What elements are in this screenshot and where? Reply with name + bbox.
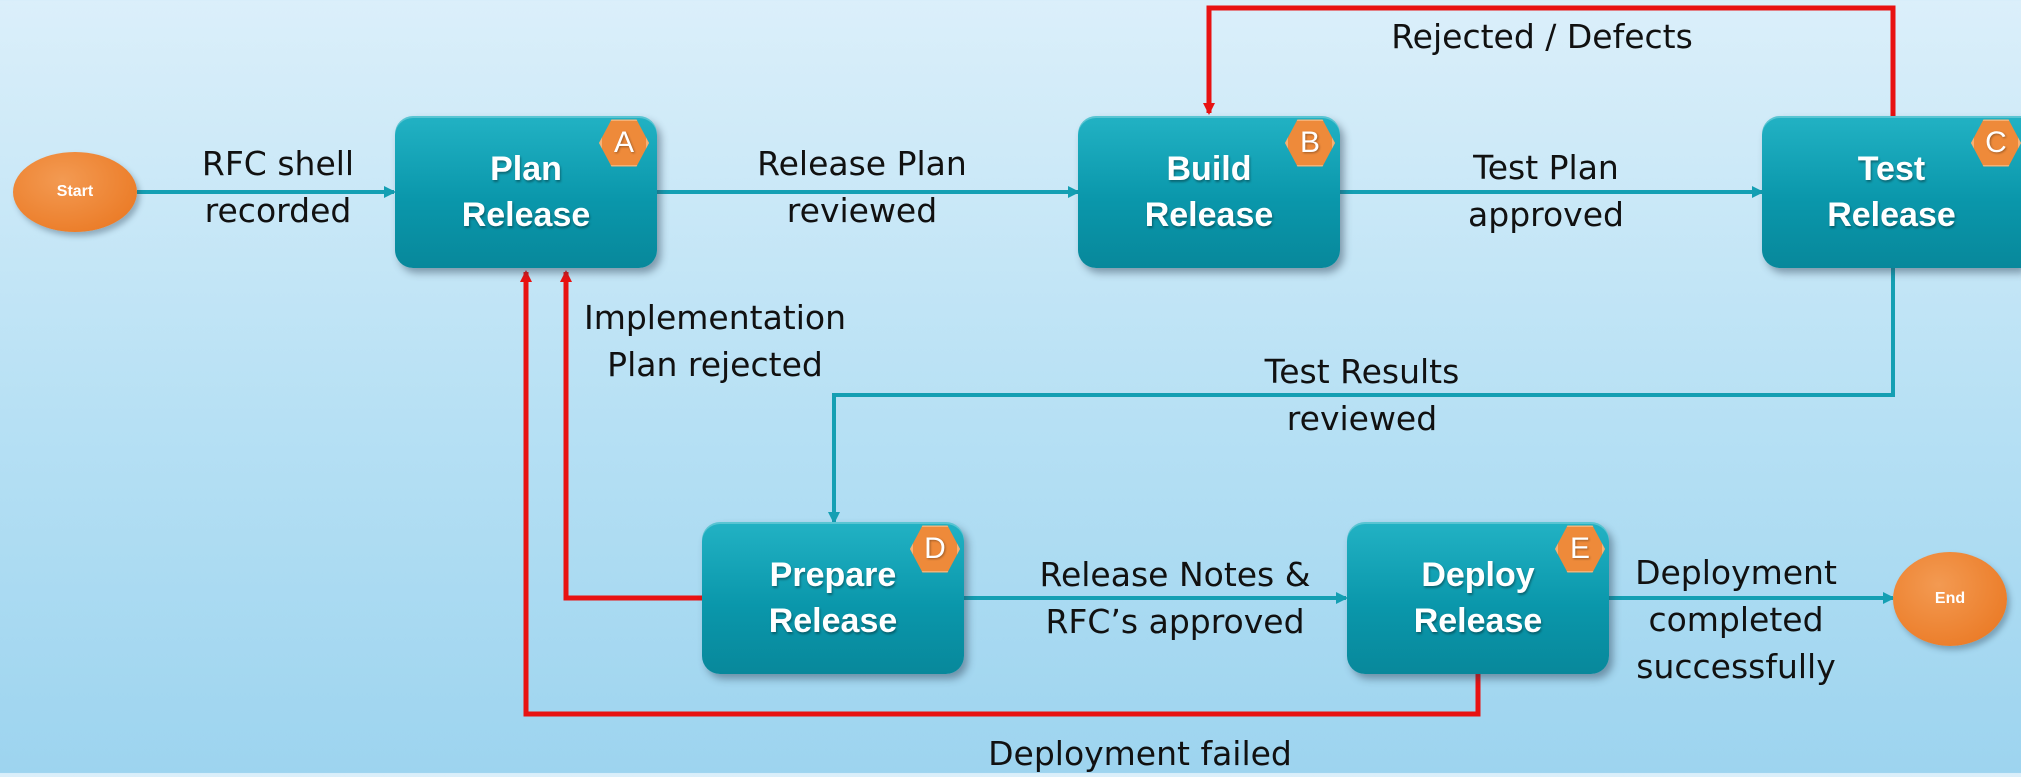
edge-prepare-to-plan-rejected xyxy=(560,270,702,601)
build-release-label-1: Build xyxy=(1166,150,1252,188)
edge-test-to-prepare xyxy=(828,268,1895,524)
start-node: Start xyxy=(13,152,137,232)
test-release-label-2: Release xyxy=(1827,196,1956,234)
test-release-label-1: Test xyxy=(1857,150,1926,188)
edge-label-rejected-defects: Rejected / Defects xyxy=(1391,17,1693,56)
plan-release-label-2: Release xyxy=(461,196,591,234)
prepare-release-label-2: Release xyxy=(768,602,898,640)
badge-b: B xyxy=(1285,119,1335,167)
end-node: End xyxy=(1893,552,2007,646)
plan-release-label-1: Plan xyxy=(490,150,562,188)
edge-label-deployment-failed: Deployment failed xyxy=(988,734,1292,773)
deploy-release-label-2: Release xyxy=(1413,602,1543,640)
edge-deploy-to-plan-failed xyxy=(520,270,1481,717)
edge-test-to-build-rejected xyxy=(1203,5,1896,116)
build-release-label-2: Release xyxy=(1144,196,1274,234)
badge-c: C xyxy=(1971,119,2021,167)
deploy-release-label-1: Deploy xyxy=(1421,556,1535,594)
prepare-release-label-1: Prepare xyxy=(769,556,897,594)
edge-label-release-notes: Release Notes &RFC’s approved xyxy=(1039,555,1311,641)
badge-e: E xyxy=(1555,525,1605,573)
